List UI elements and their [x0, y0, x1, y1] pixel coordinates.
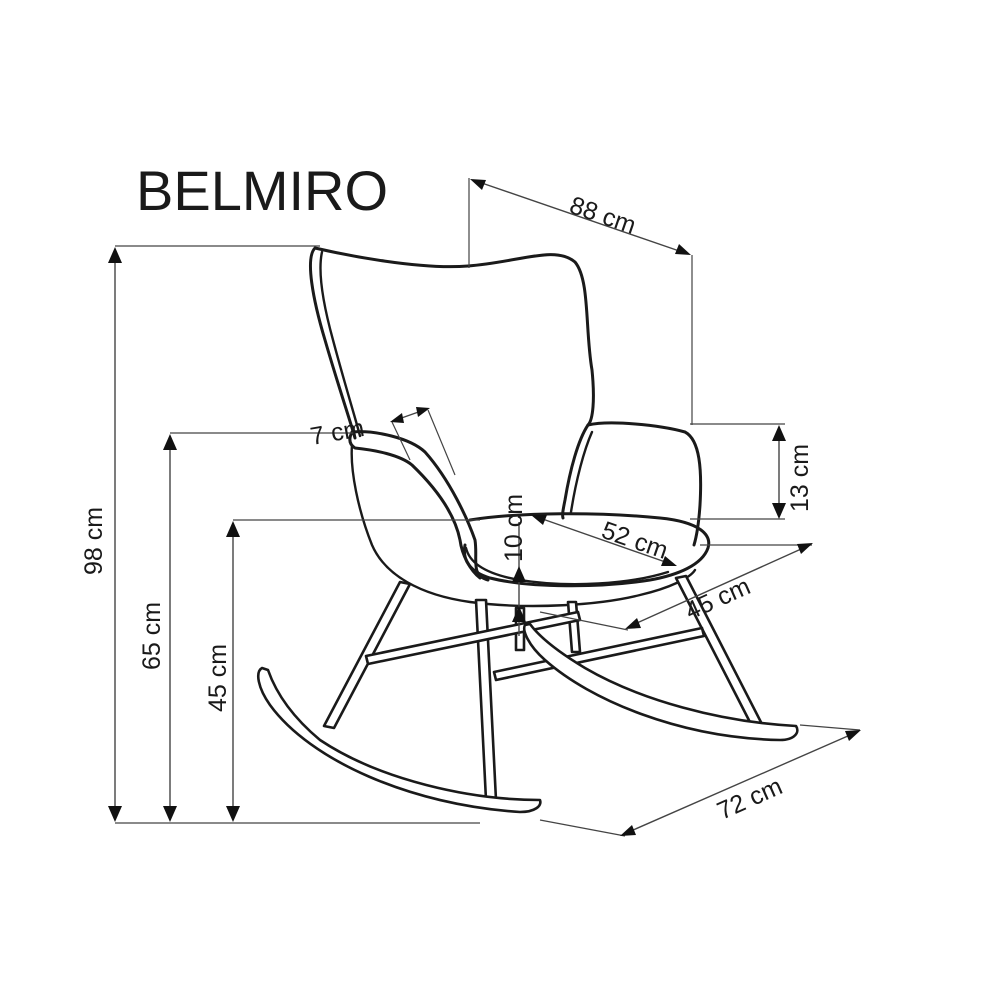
dim-width-line: [472, 179, 689, 255]
arrow-icon: [226, 521, 240, 537]
backrest-outline: [308, 246, 595, 440]
dim-seat-height-label: 45 cm: [204, 644, 232, 712]
dim-height: 98 cm: [80, 245, 480, 824]
arrow-icon: [108, 806, 122, 822]
backrest-inner-edge: [319, 250, 362, 438]
arrow-icon: [108, 247, 122, 263]
dim-armrest-above-seat: 13 cm: [690, 423, 814, 520]
dim-armrest-above-seat-label: 13 cm: [786, 444, 814, 512]
dim-armrest-height-label: 65 cm: [138, 602, 166, 670]
right-stretcher: [492, 626, 706, 682]
arrow-icon: [512, 566, 526, 582]
dim-seat-width: 52 cm: [531, 515, 677, 566]
arrow-icon: [163, 434, 177, 450]
arrow-icon: [226, 806, 240, 822]
dim-armrest-width-ext-b: [427, 409, 456, 476]
arrow-icon: [661, 556, 677, 566]
seat-cushion: [462, 512, 711, 588]
dim-width: 88 cm: [468, 178, 693, 425]
arrow-icon: [675, 244, 691, 255]
dim-depth-ext-left: [539, 819, 626, 837]
dim-armrest-width: 7 cm: [308, 407, 456, 476]
arrow-icon: [797, 543, 813, 554]
dim-depth-label: 72 cm: [713, 772, 787, 825]
arrow-icon: [390, 413, 404, 423]
left-rocker: [256, 666, 542, 814]
arrow-icon: [512, 606, 526, 622]
left-armrest-front: [350, 443, 697, 608]
arrow-icon: [620, 825, 636, 836]
dim-armrest-width-ext-a: [391, 421, 411, 461]
dim-height-label: 98 cm: [80, 507, 108, 575]
arrow-icon: [772, 425, 786, 441]
dim-width-label: 88 cm: [566, 191, 639, 240]
dim-seat-depth-line: [627, 544, 811, 628]
dim-seat-width-label: 52 cm: [598, 516, 671, 565]
dim-armrest-height: 65 cm: [138, 432, 355, 822]
product-title: BELMIRO: [136, 159, 388, 222]
arrow-icon: [470, 179, 486, 190]
dim-seat-thickness-label: 10 cm: [500, 494, 528, 562]
dim-seat-thickness: 10 cm: [500, 494, 528, 636]
arrow-icon: [416, 407, 430, 417]
arrow-icon: [531, 515, 547, 525]
dim-depth: 72 cm: [539, 724, 861, 837]
dim-seat-depth-ext-b: [539, 611, 629, 631]
dim-depth-ext-right: [799, 724, 861, 731]
right-armrest-inner: [569, 430, 594, 514]
dim-seat-width-line: [533, 515, 675, 566]
right-rocker: [523, 622, 799, 742]
arrow-icon: [845, 730, 861, 741]
chair-illustration: [256, 246, 799, 814]
back-right-leg: [566, 600, 582, 654]
dim-seat-height: 45 cm: [204, 519, 480, 822]
dim-depth-line: [623, 731, 858, 835]
dim-seat-depth-label: 45 cm: [681, 572, 755, 625]
left-armrest: [348, 430, 490, 582]
arrow-icon: [625, 618, 641, 629]
arrow-icon: [163, 806, 177, 822]
arrow-icon: [772, 503, 786, 519]
seat-cushion-edge: [464, 546, 670, 586]
dim-armrest-width-label: 7 cm: [308, 414, 366, 451]
